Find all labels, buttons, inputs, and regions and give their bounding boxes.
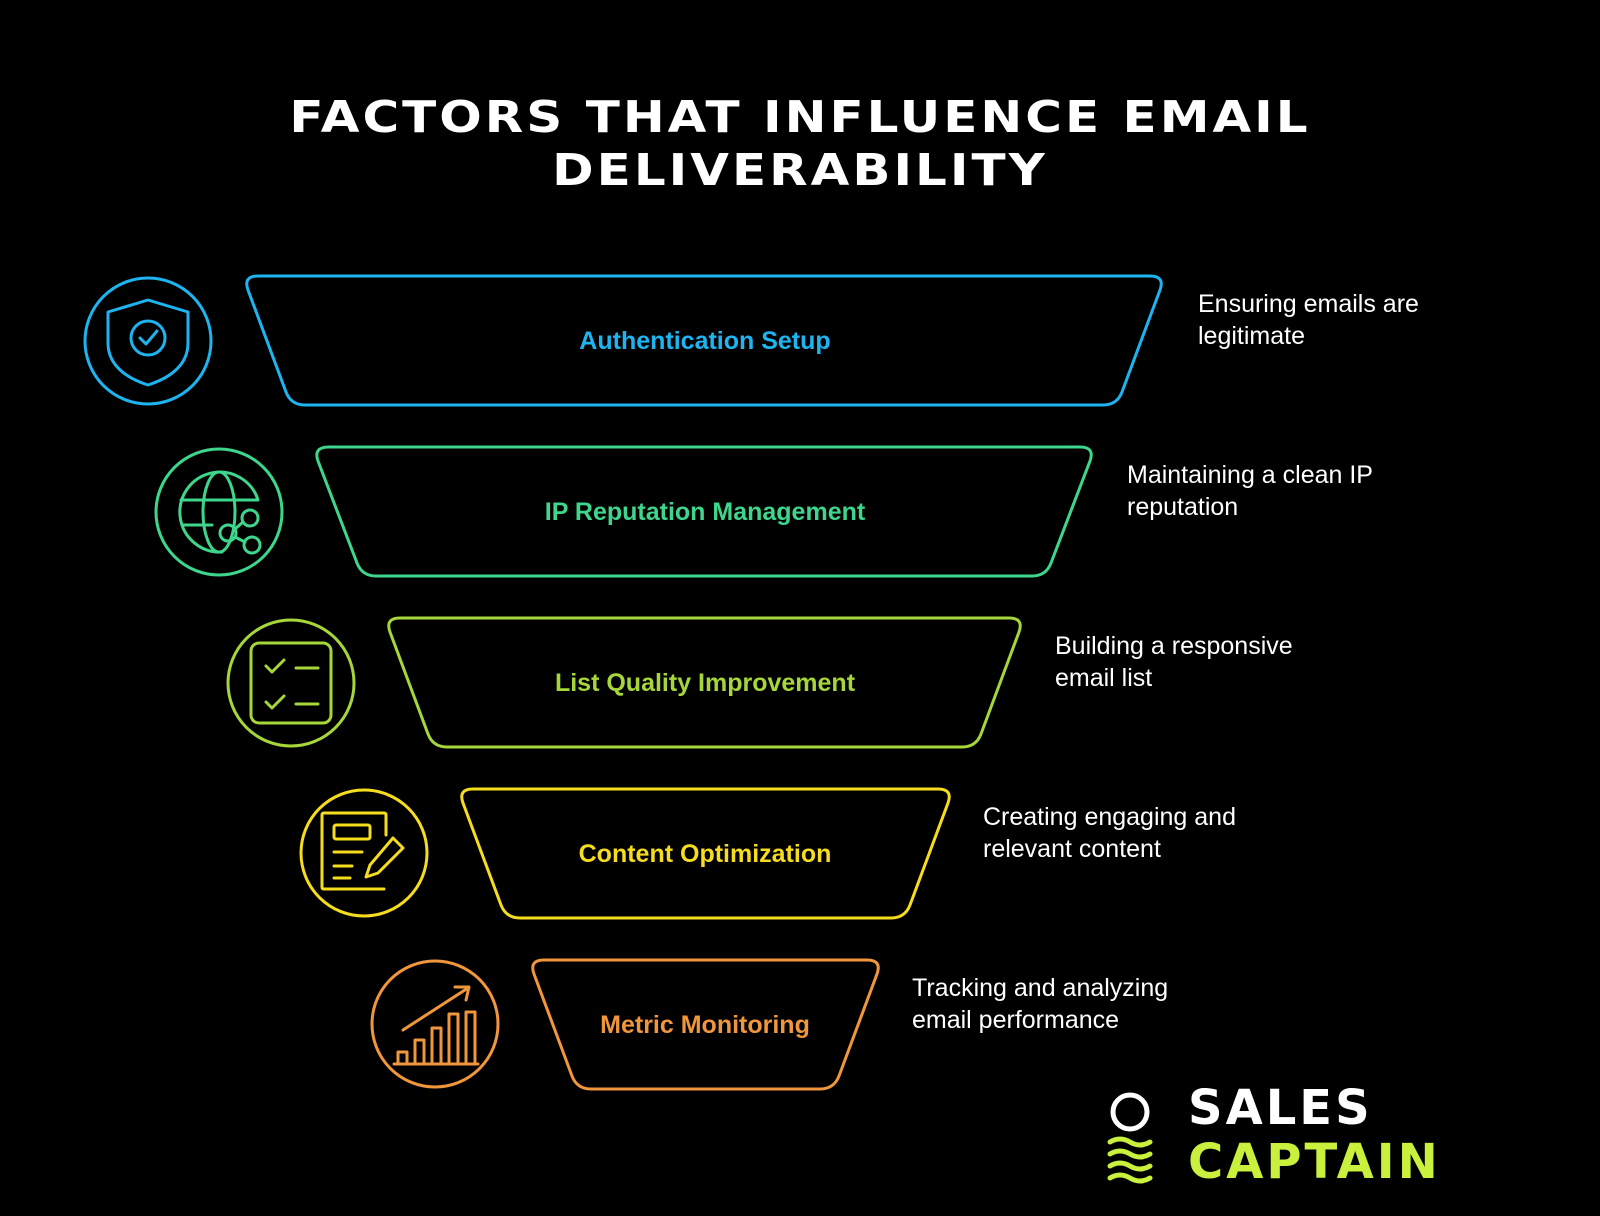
stage-label-authentication: Authentication Setup: [579, 327, 831, 355]
logo-word-sales: SALES: [1188, 1080, 1373, 1136]
funnel-segment-list-quality: [387, 616, 1022, 749]
funnel-segment-ip-reputation: [315, 445, 1093, 578]
funnel-stage-metrics: [370, 958, 880, 1091]
funnel-segment-authentication: [245, 274, 1163, 407]
diagram-title-line-1: FACTORS THAT INFLUENCE EMAIL: [289, 91, 1311, 143]
funnel-stage-ip-reputation: [154, 445, 1093, 578]
globe-share-icon: [178, 470, 262, 555]
stage-description-metrics: Tracking and analyzing email performance: [912, 974, 1169, 1034]
stage-description-ip-reputation: Maintaining a clean IP reputation: [1127, 461, 1373, 521]
icon-ring-list-quality: [226, 618, 356, 748]
diagram-title-line-2: DELIVERABILITY: [552, 144, 1048, 196]
icon-ring-content: [299, 788, 429, 918]
funnel-segment-content: [460, 787, 951, 920]
stage-label-metrics: Metric Monitoring: [600, 1011, 810, 1039]
sales-captain-logo: SALES CAPTAIN: [1100, 1080, 1560, 1186]
stage-description-authentication: Ensuring emails are legitimate: [1198, 290, 1419, 350]
icon-ring-ip-reputation: [154, 447, 284, 577]
stage-description-list-quality: Building a responsive email list: [1055, 632, 1293, 692]
funnel-segment-metrics: [531, 958, 880, 1091]
checklist-icon: [249, 641, 333, 725]
stage-label-list-quality: List Quality Improvement: [554, 669, 856, 697]
icon-ring-authentication: [83, 276, 213, 406]
icon-ring-metrics: [370, 959, 500, 1089]
funnel-stage-list-quality: [226, 616, 1022, 749]
logo-word-captain: CAPTAIN: [1188, 1134, 1441, 1190]
funnel-stage-content: [299, 787, 951, 920]
stage-label-content: Content Optimization: [578, 840, 832, 868]
growth-chart-icon: [392, 985, 480, 1066]
stage-description-content: Creating engaging and relevant content: [983, 803, 1236, 863]
shield-check-icon: [106, 298, 190, 387]
funnel-stage-authentication: [83, 274, 1163, 407]
document-edit-icon: [320, 811, 405, 891]
sales-captain-logo-mark: [1107, 1092, 1153, 1184]
stage-label-ip-reputation: IP Reputation Management: [544, 498, 866, 526]
